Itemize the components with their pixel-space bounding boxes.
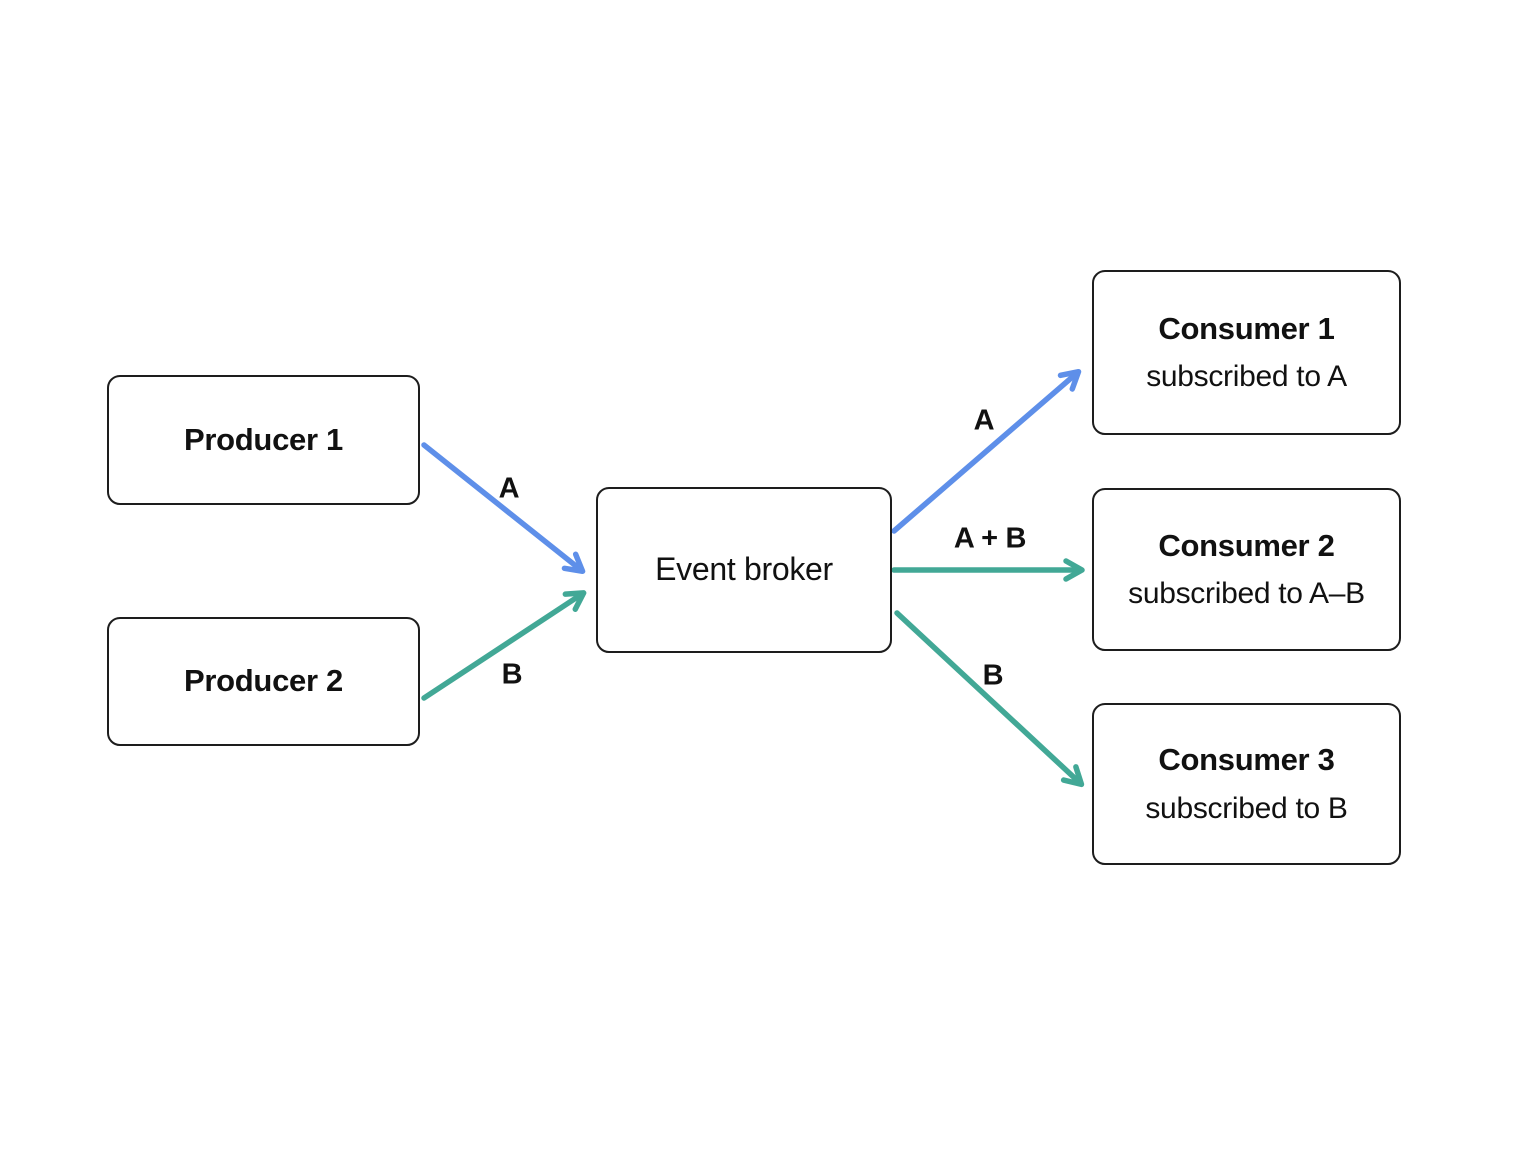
node-producer-1-label: Producer 1 [184, 421, 343, 457]
node-consumer-3-sublabel: subscribed to B [1145, 791, 1348, 825]
node-consumer-2-sublabel: subscribed to A–B [1128, 577, 1365, 611]
node-consumer-2-label: Consumer 2 [1158, 527, 1335, 563]
edge-label-producer2-broker: B [501, 658, 523, 691]
node-consumer-1: Consumer 1 subscribed to A [1092, 270, 1401, 435]
edge-label-broker-consumer3: B [982, 659, 1004, 692]
edge-label-broker-consumer1: A [973, 404, 995, 437]
node-producer-1: Producer 1 [107, 375, 420, 505]
edge-broker-consumer1 [891, 368, 1082, 534]
node-producer-2: Producer 2 [107, 617, 420, 746]
node-producer-2-label: Producer 2 [184, 663, 343, 699]
edge-producer2-broker [421, 590, 587, 701]
node-consumer-1-label: Consumer 1 [1158, 310, 1335, 346]
node-consumer-1-sublabel: subscribed to A [1146, 360, 1347, 394]
node-consumer-3-label: Consumer 3 [1158, 742, 1335, 778]
node-event-broker-label: Event broker [655, 551, 833, 588]
node-consumer-3: Consumer 3 subscribed to B [1092, 703, 1401, 865]
edge-producer1-broker [421, 442, 586, 574]
edge-label-producer1-broker: A [498, 472, 520, 505]
edge-label-broker-consumer2: A + B [953, 522, 1027, 555]
node-consumer-2: Consumer 2 subscribed to A–B [1092, 488, 1401, 651]
edge-broker-consumer3 [894, 610, 1085, 788]
node-event-broker: Event broker [596, 487, 892, 653]
